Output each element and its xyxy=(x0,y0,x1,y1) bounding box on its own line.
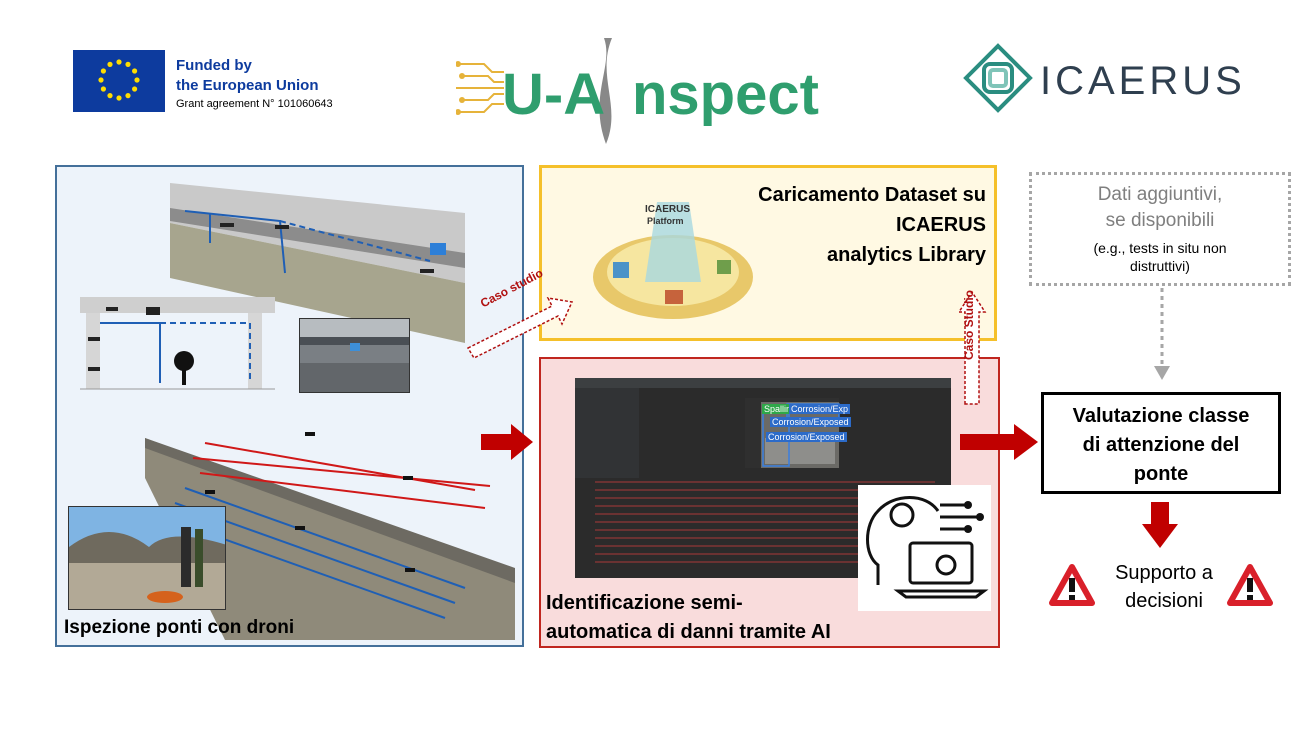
additional-data-line-1: Dati aggiuntivi, xyxy=(1097,184,1223,205)
case-study-arrow-2 xyxy=(957,290,987,406)
detection-label-1: Spallin xyxy=(762,404,794,414)
ai-head-gear-icon xyxy=(858,485,991,611)
bridge-closeup-photo xyxy=(299,318,410,393)
warning-icon-left xyxy=(1049,563,1095,609)
evaluation-line-3: ponte xyxy=(1133,463,1189,485)
u-ainspect-logo: U-A nspect xyxy=(455,36,838,146)
svg-text:ICAERUS: ICAERUS xyxy=(645,204,690,215)
evaluation-box xyxy=(1041,392,1281,494)
ai-detection-line-1: Identificazione semi- xyxy=(546,592,743,614)
case-study-arrow-1 xyxy=(462,296,574,368)
dataset-upload-line-3: analytics Library xyxy=(827,244,986,266)
warning-icon-right xyxy=(1227,563,1273,609)
eu-funding-line-1: Funded by xyxy=(176,57,252,74)
evaluation-label: Valutazione classe di attenzione del pon… xyxy=(1041,402,1281,489)
additional-data-line-3: (e.g., tests in situ non xyxy=(1093,240,1227,256)
arrow-ai-to-evaluation xyxy=(960,424,1038,460)
svg-text:Platform: Platform xyxy=(647,216,684,226)
evaluation-line-1: Valutazione classe xyxy=(1072,405,1250,427)
dataset-upload-line-2: ICAERUS xyxy=(895,214,986,236)
additional-data-line-2: se disponibili xyxy=(1105,210,1215,231)
additional-data-line-4: distruttivi) xyxy=(1130,258,1190,274)
bridge-scheme-diagram xyxy=(80,293,280,393)
arrow-left-to-ai xyxy=(481,424,533,460)
dotted-down-arrow xyxy=(1150,288,1174,384)
evaluation-line-2: di attenzione del xyxy=(1082,434,1240,456)
detection-label-4: Corrosion/Exposed xyxy=(766,432,847,442)
ai-detection-label: Identificazione semi- automatica di dann… xyxy=(546,589,876,647)
icaerus-platform-illustration: ICAERUS Platform xyxy=(575,172,755,332)
icaerus-logo: ICAERUS xyxy=(960,42,1260,122)
decision-support-line-1: Supporto a xyxy=(1115,562,1213,584)
bridge-3d-model xyxy=(145,418,515,640)
additional-data-box xyxy=(1029,172,1291,286)
case-study-label-2: Caso Studio xyxy=(962,289,976,360)
icaerus-wordmark: ICAERUS xyxy=(1040,59,1246,103)
grant-agreement: Grant agreement N° 101060643 xyxy=(176,98,333,110)
drone-inspection-label: Ispezione ponti con droni xyxy=(64,617,295,638)
svg-text:nspect: nspect xyxy=(632,62,819,127)
field-operators-photo xyxy=(68,506,226,610)
svg-text:U-A: U-A xyxy=(502,62,605,127)
bridge-drone-path-image xyxy=(170,183,465,343)
down-arrow-icon xyxy=(1142,502,1178,550)
eu-flag-icon xyxy=(73,50,165,112)
decision-support-line-2: decisioni xyxy=(1125,590,1203,612)
dataset-upload-line-1: Caricamento Dataset su xyxy=(758,184,986,206)
dataset-upload-label: Caricamento Dataset su ICAERUS analytics… xyxy=(690,180,986,270)
detection-label-2: Corrosion/Exp xyxy=(789,404,851,414)
detection-label-3: Corrosion/Exposed xyxy=(770,417,851,427)
ai-detection-line-2: automatica di danni tramite AI xyxy=(546,621,831,643)
eu-funding-line-2: the European Union xyxy=(176,77,319,94)
